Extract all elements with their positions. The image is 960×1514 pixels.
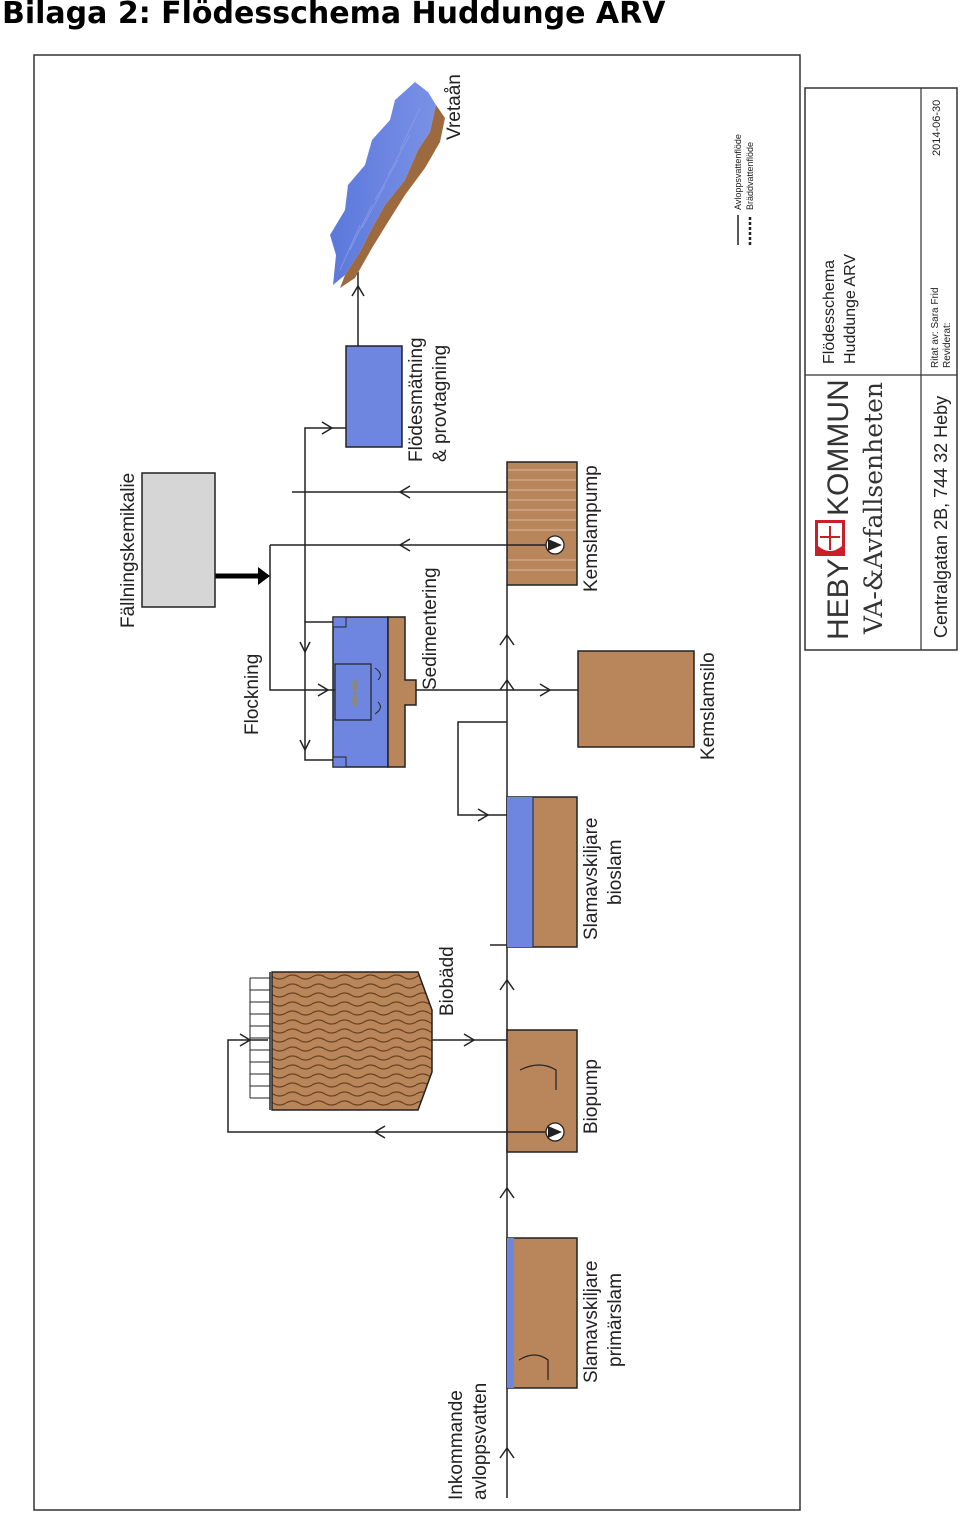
doc-title-2: Huddunge ARV (842, 254, 859, 364)
biobed (249, 971, 433, 1111)
chemical-sludge-silo (577, 650, 695, 748)
label-bioslam: bioslam (605, 840, 626, 905)
page-title: Bilaga 2: Flödesschema Huddunge ARV (2, 0, 666, 31)
title-block: HEBY KOMMUN VA-&Avfallsenheten Centralga… (804, 87, 958, 651)
biopump (506, 1029, 578, 1153)
doc-title-1: Flödesschema (821, 260, 838, 364)
org-kommun: KOMMUN (822, 379, 855, 516)
label-flodesmatning: Flödesmätning (406, 337, 427, 462)
label-biobadd: Biobädd (437, 946, 458, 1016)
biobed-recirculation-line (227, 1033, 546, 1139)
label-sedimentering: Sedimentering (420, 567, 441, 690)
label-inkommande: Inkommande (446, 1390, 467, 1500)
flow-measurement-box (345, 345, 403, 448)
doc-date: 2014-06-30 (931, 100, 943, 156)
label-fallningskemikalie: Fällningskemikalie (118, 473, 139, 628)
label-kemslamsilo: Kemslamsilo (698, 652, 719, 760)
label-avloppsvatten: avloppsvatten (470, 1383, 491, 1500)
org-heby: HEBY (822, 558, 855, 640)
label-slamavskiljare-bio: Slamavskiljare (581, 818, 602, 940)
label-provtagning: & provtagning (430, 345, 451, 462)
legend-brdd: Bräddvattenflöde (745, 142, 755, 210)
bypass-line (457, 721, 507, 946)
label-biopump: Biopump (581, 1059, 602, 1134)
revised: Reviderat: (942, 322, 953, 368)
org-address: Centralgatan 2B, 744 32 Heby (931, 396, 951, 638)
label-primarslam: primärslam (605, 1273, 626, 1367)
dosing-arrow (215, 567, 270, 585)
chemical-sludge-pump (506, 461, 578, 586)
bio-sludge-separator (506, 796, 578, 948)
legend: Avloppsvattenflöde Bräddvattenflöde (733, 134, 755, 245)
label-kemslampump: Kemslampump (581, 465, 602, 592)
river (330, 82, 445, 288)
outflow-lines (304, 272, 365, 622)
flocculation-lines (269, 544, 507, 761)
org-dept: VA-&Avfallsenheten (859, 382, 888, 635)
label-flockning: Flockning (242, 654, 263, 735)
coat-of-arms-icon (815, 520, 845, 556)
sludge-to-silo-line (405, 683, 578, 697)
legend-avlopp: Avloppsvattenflöde (733, 134, 743, 210)
precipitation-chemical-box (141, 472, 216, 608)
drawn-by: Ritat av: Sara Frid (930, 287, 941, 368)
pump-return-line (292, 485, 546, 552)
label-slamavskiljare-primar: Slamavskiljare (581, 1261, 602, 1383)
label-vretaan: Vretaån (444, 74, 465, 140)
diagram-frame (33, 54, 801, 1511)
sedimentation-tank (332, 616, 417, 768)
primary-sludge-separator (506, 1237, 578, 1389)
